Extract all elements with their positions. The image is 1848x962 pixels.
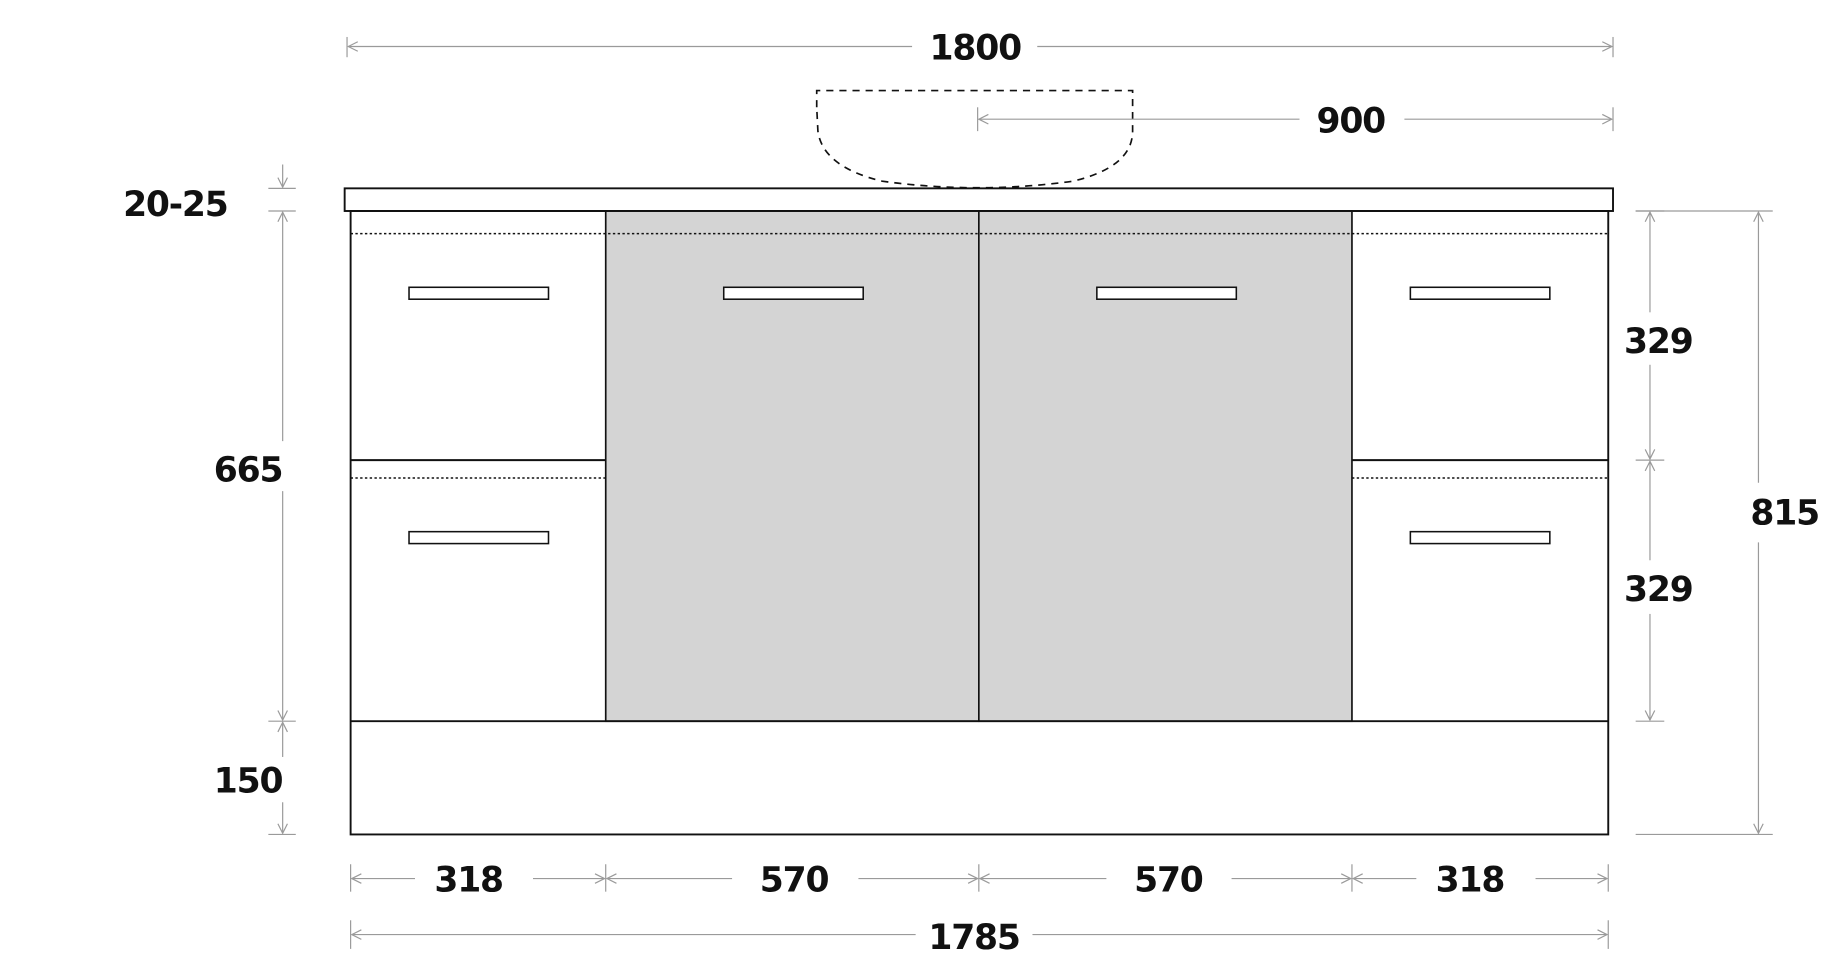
dim-overall-cabinet-width: 1785 [350,918,1609,958]
dim-bottom-widths: 318 570 570 318 [350,861,1609,901]
dim-label-329-lower: 329 [1624,570,1693,610]
handle [408,530,550,545]
dim-label-20-25: 20-25 [123,185,228,225]
dim-label-318-right: 318 [1436,861,1505,901]
basin-outline [815,89,1134,189]
handle [408,286,550,300]
dim-label-900: 900 [1316,101,1385,141]
handle [1409,286,1551,300]
dim-label-318-left: 318 [434,861,503,901]
dim-left-vertical: 20-25 665 150 [123,164,296,836]
dim-label-815: 815 [1750,494,1819,534]
dim-label-570-right: 570 [1134,861,1203,901]
dim-label-1800: 1800 [930,29,1022,69]
handle [722,286,864,300]
dim-label-665: 665 [214,451,283,491]
dim-overall-top-width: 1800 [346,29,1614,69]
dim-basin-offset: 900 [977,101,1614,141]
dim-label-1785: 1785 [928,918,1019,958]
dim-label-570-left: 570 [760,861,829,901]
dim-label-150: 150 [214,762,283,802]
dim-right-vertical: 329 329 815 [1624,210,1820,836]
countertop [343,187,1614,212]
handle [1096,286,1238,300]
dim-label-329-upper: 329 [1624,322,1693,362]
handle [1409,530,1551,545]
cabinet [349,210,1610,836]
